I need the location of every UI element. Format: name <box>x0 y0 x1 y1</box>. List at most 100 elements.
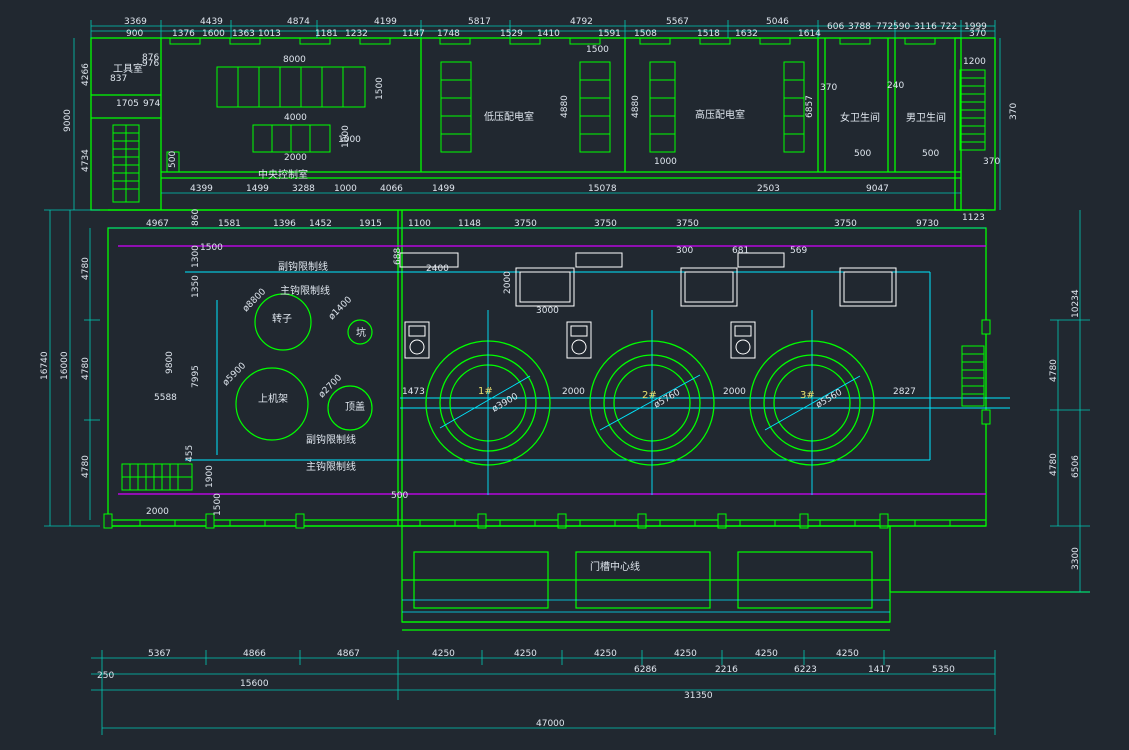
label-unit3-dia: ø5560 <box>815 388 845 411</box>
dim-bot2-3: 6223 <box>794 665 817 675</box>
dim-bot2-5: 5350 <box>932 665 955 675</box>
dim-corb-12: 9730 <box>916 219 939 229</box>
top-windows <box>169 37 936 45</box>
label-pit: 坑 <box>356 326 366 339</box>
dim-lv-9: 1350 <box>191 275 201 298</box>
dim-m-9: 6857 <box>805 95 815 118</box>
control-panels <box>166 66 366 173</box>
dim-sub-6: 1181 <box>315 29 338 39</box>
governor-cabinets <box>399 252 897 359</box>
label-main-limit-top: 主钩限制线 <box>280 284 330 297</box>
room-labels: 中央控制室 工具室 低压配电室 高压配电室 女卫生间 男卫生间 门槽中心线 <box>113 62 946 573</box>
dim-top-1: 3369 <box>124 17 147 27</box>
label-unit-2: 2# <box>642 390 657 401</box>
dim-lv-3: 4780 <box>81 257 91 280</box>
dim-m-2: 1500 <box>375 77 385 100</box>
dim-sub-11: 1410 <box>537 29 560 39</box>
dim-sub-1: 900 <box>126 29 143 39</box>
dim-m-33: 2000 <box>723 387 746 397</box>
misc-dimensions: 8000 1500 4000 2000 1000 500 4880 4880 6… <box>110 45 1019 517</box>
label-unit-3: 3# <box>800 390 815 401</box>
dim-m-18: 837 <box>110 74 127 84</box>
dim-m-22: 976 <box>142 59 159 69</box>
dim-m-10: 1000 <box>654 157 677 167</box>
dim-top-9: 606 <box>827 22 844 32</box>
dim-lu-2: 4266 <box>81 63 91 86</box>
dim-top-8: 5046 <box>766 17 789 27</box>
dim-cor-4: 1000 <box>334 184 357 194</box>
dim-bot-2: 4866 <box>243 649 266 659</box>
dim-corb-9: 3750 <box>594 219 617 229</box>
hook-limit-lines <box>185 271 1010 461</box>
equipment-labels: 副钩限制线 主钩限制线 副钩限制线 主钩限制线 转子 上机架 顶盖 坑 1# 2… <box>221 260 844 473</box>
dim-corb-2: 1581 <box>218 219 241 229</box>
dim-sub-2: 1376 <box>172 29 195 39</box>
dim-bot-6: 4250 <box>594 649 617 659</box>
dim-m-36: 1900 <box>205 465 215 488</box>
bottom-windows <box>139 519 951 527</box>
dim-top-4: 4199 <box>374 17 397 27</box>
label-top-cover: 顶盖 <box>345 400 365 413</box>
upper-building-walls <box>90 37 996 211</box>
assembly-area <box>235 293 373 441</box>
dim-m-37: 2000 <box>146 507 169 517</box>
dim-cor-1: 4399 <box>190 184 213 194</box>
dim-top-7: 5567 <box>666 17 689 27</box>
top-dimensions: 3369 4439 4874 4199 5817 4792 5567 5046 … <box>124 17 987 32</box>
dim-sub-12: 1591 <box>598 29 621 39</box>
dim-m-16: 370 <box>1009 103 1019 120</box>
dim-sub-9: 1748 <box>437 29 460 39</box>
dim-sub-15: 1632 <box>735 29 758 39</box>
tailrace-area <box>401 525 1090 631</box>
dim-m-11: 370 <box>820 83 837 93</box>
dim-bot2-4: 1417 <box>868 665 891 675</box>
dim-cor-9: 9047 <box>866 184 889 194</box>
dim-sub-3: 1600 <box>202 29 225 39</box>
dim-m-4: 2000 <box>284 153 307 163</box>
dim-cor-3: 3288 <box>292 184 315 194</box>
dim-corb-3: 1396 <box>273 219 296 229</box>
dim-lv-6: 9800 <box>165 351 175 374</box>
dim-lv-7: 7995 <box>191 365 201 388</box>
dim-m-13: 500 <box>854 149 871 159</box>
left-dimensions: 16740 16000 4780 4780 4780 9800 7995 130… <box>40 63 201 478</box>
label-low-voltage: 低压配电室 <box>484 110 534 123</box>
dim-m-6: 500 <box>168 151 178 168</box>
dim-m-12: 240 <box>887 81 904 91</box>
dim-top-12: 590 <box>893 22 910 32</box>
label-high-voltage: 高压配电室 <box>695 108 745 121</box>
hall-columns <box>103 319 991 529</box>
label-female-wc: 女卫生间 <box>840 111 880 124</box>
dim-top-14: 722 <box>940 22 957 32</box>
label-sub-limit-bottom: 副钩限制线 <box>306 433 356 446</box>
dim-corb-10: 3750 <box>676 219 699 229</box>
upper-stairs <box>112 69 986 203</box>
label-rotor: 转子 <box>272 312 292 325</box>
dim-total: 47000 <box>536 719 565 729</box>
dim-m-20: 974 <box>143 99 160 109</box>
dim-m-30: 688 <box>393 248 403 265</box>
dim-cor-2: 1499 <box>246 184 269 194</box>
label-top-cover-dia: ø2700 <box>317 373 344 400</box>
label-upper-frame: 上机架 <box>258 392 288 405</box>
dim-top-13: 3116 <box>914 22 937 32</box>
dim-m-3: 4000 <box>284 113 307 123</box>
unit-axes <box>439 310 861 495</box>
dim-sub-13: 1508 <box>634 29 657 39</box>
label-unit2-dia: ø5760 <box>653 388 683 411</box>
dim-m-35: 455 <box>185 445 195 462</box>
dim-cor-7: 15078 <box>588 184 617 194</box>
dim-m-32: 2000 <box>562 387 585 397</box>
dim-lv-2: 16000 <box>60 351 70 380</box>
right-dimensions: 10234 6506 4780 4780 3300 <box>1049 289 1081 570</box>
label-cover-dia: ø1400 <box>327 295 354 322</box>
label-tool-room: 工具室 <box>113 62 143 75</box>
dim-bot-1: 5367 <box>148 649 171 659</box>
dim-sub-4: 1363 <box>232 29 255 39</box>
dim-rv-3: 4780 <box>1049 359 1059 382</box>
dim-sub-8: 1147 <box>402 29 425 39</box>
dim-cor-8: 2503 <box>757 184 780 194</box>
dim-lv-4: 4780 <box>81 357 91 380</box>
dim-m-14: 500 <box>922 149 939 159</box>
dim-top-10: 3788 <box>848 22 871 32</box>
